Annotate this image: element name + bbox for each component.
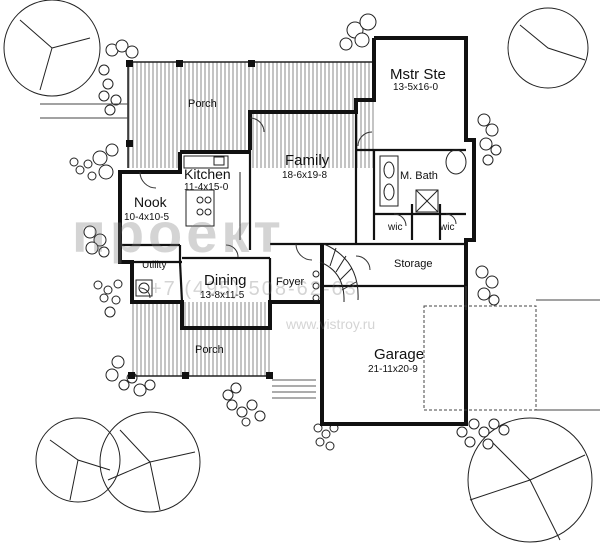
bath-fixtures — [379, 149, 467, 213]
shrub-cluster-8 — [313, 423, 339, 451]
room-garage-dims: 21-11x20-9 — [368, 364, 418, 375]
room-storage-name: Storage — [394, 258, 433, 270]
shrub-cluster-11 — [475, 265, 500, 306]
room-kitchen-dims: 11-4x15-0 — [184, 182, 229, 193]
shrub-cluster-10 — [477, 113, 502, 166]
trees — [3, 0, 593, 543]
garage-details — [423, 286, 537, 411]
shrub-cluster-5 — [93, 279, 123, 318]
room-mstr-ste-dims: 13-5x16-0 — [393, 82, 439, 93]
driveway — [536, 299, 600, 411]
tree-top-left — [3, 0, 101, 97]
room-wic-right-name: wic — [440, 222, 455, 233]
room-porch-bottom-name: Porch — [195, 344, 224, 356]
room-nook-name: Nook — [134, 194, 167, 210]
tree-top-right — [507, 7, 589, 89]
room-wic-left-name: wic — [388, 222, 403, 233]
shrub-cluster-9 — [456, 418, 510, 450]
room-mstr-ste-name: Mstr Ste — [390, 66, 446, 83]
room-foyer-name: Foyer — [276, 276, 305, 288]
room-dining-name: Dining — [204, 272, 247, 289]
foyer-stairs — [312, 243, 359, 303]
kitchen-fixtures — [183, 155, 241, 240]
shrub-cluster-1 — [98, 39, 139, 116]
room-kitchen-name: Kitchen — [184, 166, 231, 182]
utility-fixtures — [135, 279, 153, 297]
shrub-cluster-4 — [83, 225, 110, 258]
doors — [139, 117, 457, 299]
tree-bottom-right — [467, 417, 593, 543]
interior-walls — [120, 112, 466, 303]
room-porch-top-name: Porch — [188, 98, 217, 110]
tree-bottom-left-1 — [35, 417, 121, 503]
room-garage-name: Garage — [374, 346, 425, 363]
porch-bottom-area — [128, 302, 316, 399]
room-utility-name: Utility — [142, 260, 167, 271]
room-family-name: Family — [285, 152, 330, 169]
room-family-dims: 18-6x19-8 — [282, 170, 328, 181]
tree-bottom-left-2 — [99, 411, 201, 513]
shrub-cluster-7 — [222, 382, 266, 427]
porch-steps — [272, 379, 316, 399]
room-dining-dims: 13-8x11-5 — [200, 290, 245, 301]
shrubs — [69, 13, 510, 451]
shrub-cluster-2 — [339, 13, 377, 51]
room-nook-dims: 10-4x10-5 — [124, 212, 170, 223]
shrub-cluster-3 — [69, 143, 119, 181]
room-m-bath-name: M. Bath — [400, 170, 438, 182]
